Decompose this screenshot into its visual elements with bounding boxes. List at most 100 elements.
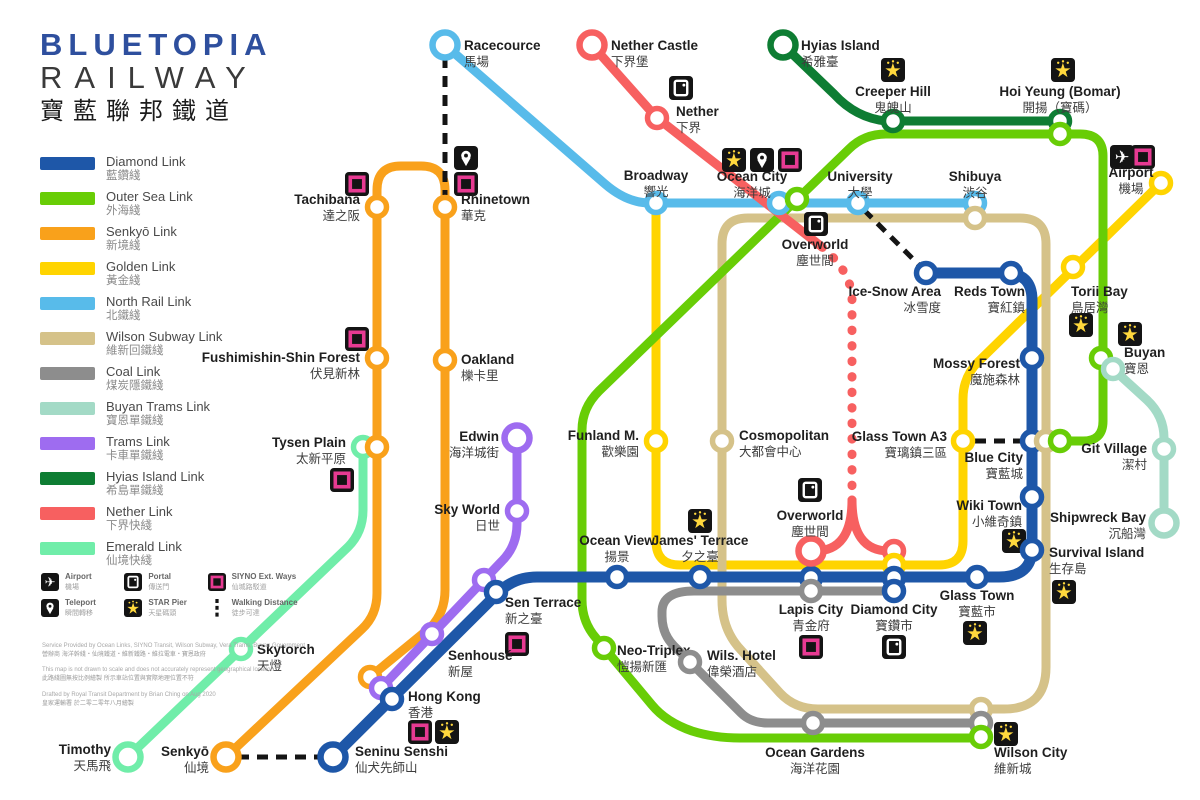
station-name-en: Ocean View — [579, 533, 655, 548]
airport-icon: ✈ — [41, 573, 59, 591]
station-name-en: James' Terrace — [652, 533, 749, 548]
station-name-zh: 天馬飛 — [73, 758, 111, 773]
star-icon: ★ — [124, 599, 143, 617]
portal-icon — [882, 635, 906, 659]
legend-swatch — [40, 472, 95, 485]
station-name-zh: 寶恩 — [1124, 361, 1149, 376]
station-name-zh: 塵世間 — [796, 253, 834, 268]
station-name-zh: 揚景 — [604, 549, 629, 564]
station-name-en: Cosmopolitan — [739, 428, 829, 443]
legend-line-name-en: Nether Link — [106, 504, 173, 519]
station-name-en: Senkyō — [161, 744, 209, 759]
station-marker — [998, 260, 1024, 286]
station-name-en: Senhousé — [448, 648, 513, 663]
station-name-zh: 偉榮酒店 — [707, 664, 757, 679]
icon-legend-label-zh: 傳送門 — [148, 582, 170, 591]
legend-line-name-zh: 仙境快綫 — [106, 552, 152, 567]
fine-print-zh: 此路綫圖無按比例繪製 所示車站位置與實際地理位置不符 — [42, 675, 194, 683]
station-marker — [784, 186, 810, 212]
station-marker — [1047, 428, 1073, 454]
station-name-zh: 新屋 — [448, 664, 473, 679]
station-name-en: Wiki Town — [956, 498, 1022, 513]
station-marker — [767, 29, 799, 61]
icon-legend-label-zh: 仙城路駁道 — [231, 582, 267, 591]
station-marker — [576, 29, 608, 61]
star-icon: ★ — [963, 621, 987, 645]
svg-text:★: ★ — [884, 60, 902, 82]
svg-text:★: ★ — [1121, 324, 1139, 346]
legend-line-name-en: Senkyō Link — [106, 224, 177, 239]
station-name-en: Ocean Gardens — [765, 745, 865, 760]
svg-text:✈: ✈ — [1115, 147, 1129, 167]
legend-line-name-en: Golden Link — [106, 259, 176, 274]
station-name-en: Wilson City — [994, 745, 1068, 760]
legend-swatch — [40, 367, 95, 380]
legend-line-name-en: Coal Link — [106, 364, 161, 379]
legend-swatch — [40, 542, 95, 555]
legend-swatch — [40, 297, 95, 310]
station-name-zh: 太新平原 — [296, 451, 346, 466]
fine-print-paragraph: Service Provided by Ocean Links, SIYNO T… — [42, 642, 342, 659]
star-icon: ★ — [881, 58, 905, 82]
teleport-icon — [41, 599, 59, 617]
svg-text:★: ★ — [691, 511, 709, 533]
station-name-en: Torii Bay — [1071, 284, 1128, 299]
star-icon: ★ — [435, 720, 459, 744]
station-name-zh: 海洋城街 — [449, 445, 499, 460]
station-marker — [1019, 537, 1045, 563]
svg-text:★: ★ — [966, 623, 984, 645]
siyno-icon — [505, 632, 529, 656]
legend-line-name-en: Outer Sea Link — [106, 189, 193, 204]
station-name-en: Diamond City — [850, 602, 937, 617]
station-name-en: Glass Town A3 — [852, 429, 948, 444]
legend-line-name-en: Emerald Link — [106, 539, 182, 554]
portal-icon — [669, 76, 693, 100]
station-name-en: Glass Town — [940, 588, 1015, 603]
station-marker — [432, 194, 458, 220]
line-wilson — [717, 213, 1051, 714]
station-name-zh: 維新城 — [994, 761, 1032, 776]
station-name-en: Fushimishin-Shin Forest — [202, 350, 361, 365]
icon-legend-label-en: STAR Pier — [148, 598, 187, 607]
station-name-en: Wils. Hotel — [707, 648, 776, 663]
portal-icon — [124, 573, 143, 591]
station-name-en: Oakland — [461, 352, 514, 367]
fine-print-paragraph: Drafted by Royal Transit Department by B… — [42, 691, 342, 708]
svg-text:★: ★ — [1054, 60, 1072, 82]
station-name-en: Broadway — [624, 168, 689, 183]
station-name-en: Rhinetown — [461, 192, 530, 207]
station-name-en: Neo-Triplex — [617, 643, 691, 658]
line-emerald — [123, 442, 368, 762]
station-marker — [364, 434, 390, 460]
icon-legend-label-en: Portal — [148, 572, 171, 581]
station-marker — [501, 422, 533, 454]
station-name-en: Shipwreck Bay — [1050, 510, 1147, 525]
station-name-zh: 香港 — [408, 705, 434, 720]
legend-line-name-en: Buyan Trams Link — [106, 399, 211, 414]
station-name-en: Skytorch — [257, 642, 315, 657]
station-marker — [845, 190, 871, 216]
station-name-zh: 沉船灣 — [1108, 526, 1146, 541]
station-name-en: Edwin — [459, 429, 499, 444]
star-icon: ★ — [688, 509, 712, 533]
legend-swatch — [40, 192, 95, 205]
